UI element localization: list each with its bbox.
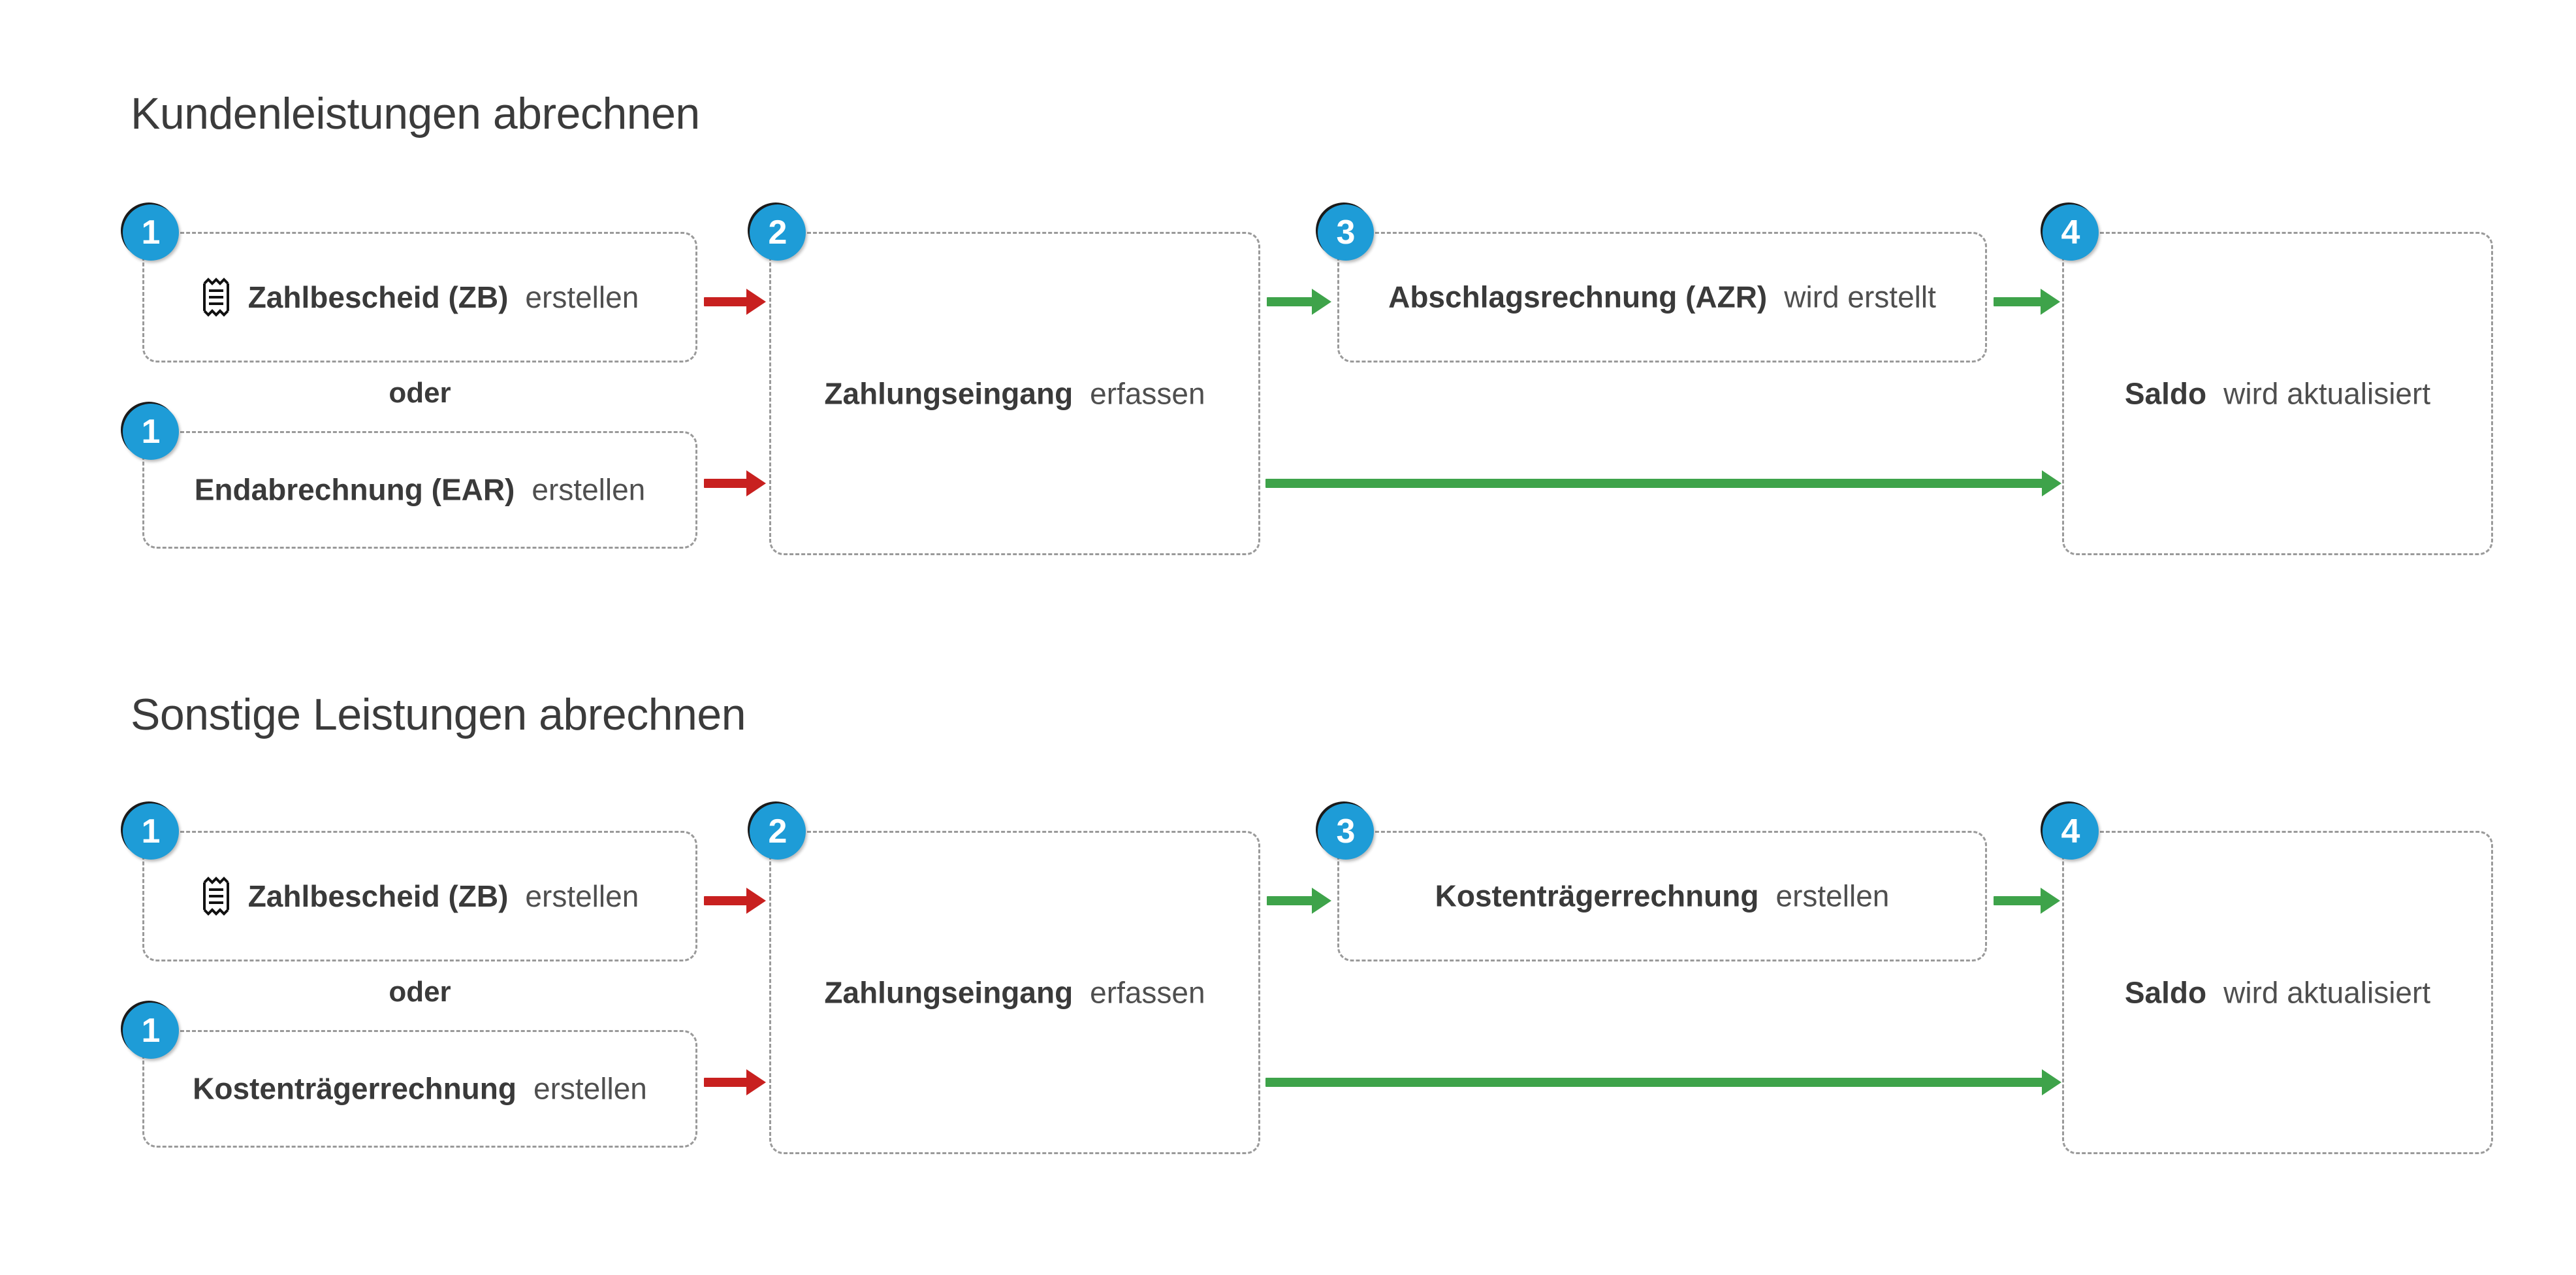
section1-step1-top-number[interactable]: 1: [123, 204, 179, 261]
section1-step4-strong: Saldo: [2124, 376, 2207, 411]
section2-step4-strong: Saldo: [2124, 975, 2207, 1010]
section2-step2-strong: Zahlungseingang: [824, 975, 1073, 1010]
section1-step3-box[interactable]: Abschlagsrechnung (AZR) wird erstellt: [1337, 232, 1987, 363]
section2-step2-box[interactable]: Zahlungseingang erfassen: [769, 831, 1260, 1154]
section-title-1: Kundenleistungen abrechnen: [131, 89, 700, 138]
section2-step3-weak: erstellen: [1775, 879, 1890, 913]
section2-step1-bottom-label: Kostenträgerrechnung erstellen: [144, 1072, 695, 1106]
section1-step1-bottom-number[interactable]: 1: [123, 404, 179, 460]
receipt-icon: [201, 876, 231, 916]
section2-step1-bottom-strong: Kostenträgerrechnung: [193, 1071, 517, 1106]
section1-step1-bottom-label: Endabrechnung (EAR) erstellen: [144, 473, 695, 508]
section1-step3-strong: Abschlagsrechnung (AZR): [1388, 280, 1768, 314]
section2-step2-number[interactable]: 2: [750, 803, 806, 860]
section2-step1-top-weak: erstellen: [525, 879, 639, 913]
section1-step3-weak: wird erstellt: [1784, 280, 1936, 314]
section1-step1-bottom-weak: erstellen: [532, 472, 646, 507]
section2-step2-weak: erfassen: [1090, 975, 1205, 1010]
section1-step1-bottom-box[interactable]: Endabrechnung (EAR) erstellen: [142, 431, 697, 549]
section2-step3-number[interactable]: 3: [1318, 803, 1374, 860]
section2-connector-oder: oder: [389, 976, 451, 1008]
section2-step3-box[interactable]: Kostenträgerrechnung erstellen: [1337, 831, 1987, 961]
section1-step4-label: Saldo wird aktualisiert: [2064, 376, 2491, 411]
section1-step2-label: Zahlungseingang erfassen: [771, 376, 1258, 411]
section2-step4-number[interactable]: 4: [2043, 803, 2099, 860]
section2-step1-top-strong: Zahlbescheid (ZB): [247, 879, 509, 913]
section2-step3-strong: Kostenträgerrechnung: [1435, 879, 1759, 913]
section1-step1-top-box[interactable]: Zahlbescheid (ZB) erstellen: [142, 232, 697, 363]
section-title-2: Sonstige Leistungen abrechnen: [131, 690, 746, 739]
section1-step1-top-label: Zahlbescheid (ZB) erstellen: [144, 277, 695, 317]
section2-step1-top-box[interactable]: Zahlbescheid (ZB) erstellen: [142, 831, 697, 961]
section1-connector-oder: oder: [389, 377, 451, 409]
section1-step4-number[interactable]: 4: [2043, 204, 2099, 261]
section1-step2-strong: Zahlungseingang: [824, 376, 1073, 411]
section1-step4-box[interactable]: Saldo wird aktualisiert: [2062, 232, 2493, 555]
section2-step1-bottom-box[interactable]: Kostenträgerrechnung erstellen: [142, 1030, 697, 1148]
section2-step2-label: Zahlungseingang erfassen: [771, 975, 1258, 1010]
receipt-icon: [201, 277, 231, 317]
section2-step4-box[interactable]: Saldo wird aktualisiert: [2062, 831, 2493, 1154]
section1-step3-number[interactable]: 3: [1318, 204, 1374, 261]
section2-step1-top-number[interactable]: 1: [123, 803, 179, 860]
section2-step4-label: Saldo wird aktualisiert: [2064, 975, 2491, 1010]
section2-step4-weak: wird aktualisiert: [2223, 975, 2431, 1010]
section2-step1-bottom-weak: erstellen: [533, 1071, 647, 1106]
section2-step3-label: Kostenträgerrechnung erstellen: [1339, 879, 1985, 914]
section1-step1-bottom-strong: Endabrechnung (EAR): [194, 472, 515, 507]
section1-step1-top-weak: erstellen: [525, 280, 639, 314]
section1-step2-box[interactable]: Zahlungseingang erfassen: [769, 232, 1260, 555]
section1-step3-label: Abschlagsrechnung (AZR) wird erstellt: [1339, 280, 1985, 315]
section1-step2-number[interactable]: 2: [750, 204, 806, 261]
section1-step4-weak: wird aktualisiert: [2223, 376, 2431, 411]
section2-step1-bottom-number[interactable]: 1: [123, 1003, 179, 1059]
section2-step1-top-label: Zahlbescheid (ZB) erstellen: [144, 876, 695, 916]
section1-step1-top-strong: Zahlbescheid (ZB): [247, 280, 509, 314]
section1-step2-weak: erfassen: [1090, 376, 1205, 411]
